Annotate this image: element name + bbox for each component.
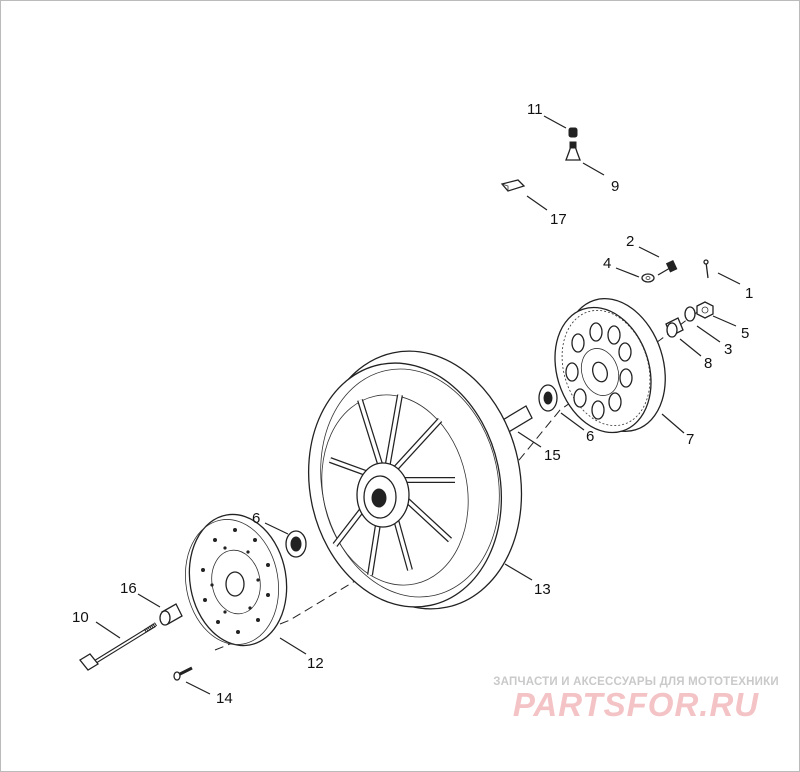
callout-15: 15 [544,447,561,464]
axle [79,622,158,671]
callout-13: 13 [534,581,551,598]
watermark-tagline: ЗАПЧАСТИ И АКСЕССУАРЫ ДЛЯ МОТОТЕХНИКИ [493,676,779,688]
cotter-pin [703,259,709,279]
rotor-bolt [173,666,193,681]
sprocket-bolt [657,260,678,276]
callout-4: 4 [603,255,611,272]
callout-6-lower: 6 [252,510,260,527]
callout-12: 12 [307,655,324,672]
callout-1: 1 [745,285,753,302]
callout-labels: 1 2 3 4 5 6 6 7 8 9 10 11 12 13 14 15 16… [72,101,753,707]
valve-cap [568,127,578,138]
rotor-spacer [159,603,183,626]
callout-17: 17 [550,211,567,228]
callout-16: 16 [120,580,137,597]
axle-nut [696,301,714,319]
callout-11: 11 [527,101,543,118]
sprocket-spacer [665,317,684,338]
axle-washer [684,306,696,322]
washer [641,273,655,283]
callout-7: 7 [686,431,694,448]
callout-2: 2 [626,233,634,250]
cast-wheel [307,350,523,610]
bearing-upper [538,384,558,412]
brake-rotor [184,513,288,647]
callout-14: 14 [216,690,233,707]
rear-pulley [554,297,666,434]
watermark: ЗАПЧАСТИ И АКСЕССУАРЫ ДЛЯ МОТОТЕХНИКИ PA… [486,676,786,722]
callout-3: 3 [724,341,732,358]
watermark-brand: PARTSFOR.RU [512,686,760,723]
callout-5: 5 [741,325,749,342]
callout-9: 9 [611,178,619,195]
callout-6-upper: 6 [586,428,594,445]
balance-weight [500,179,526,192]
callout-10: 10 [72,609,89,626]
leader-lines [95,115,741,695]
bearing-lower [285,530,307,558]
callout-8: 8 [704,355,712,372]
valve-stem [565,141,581,161]
